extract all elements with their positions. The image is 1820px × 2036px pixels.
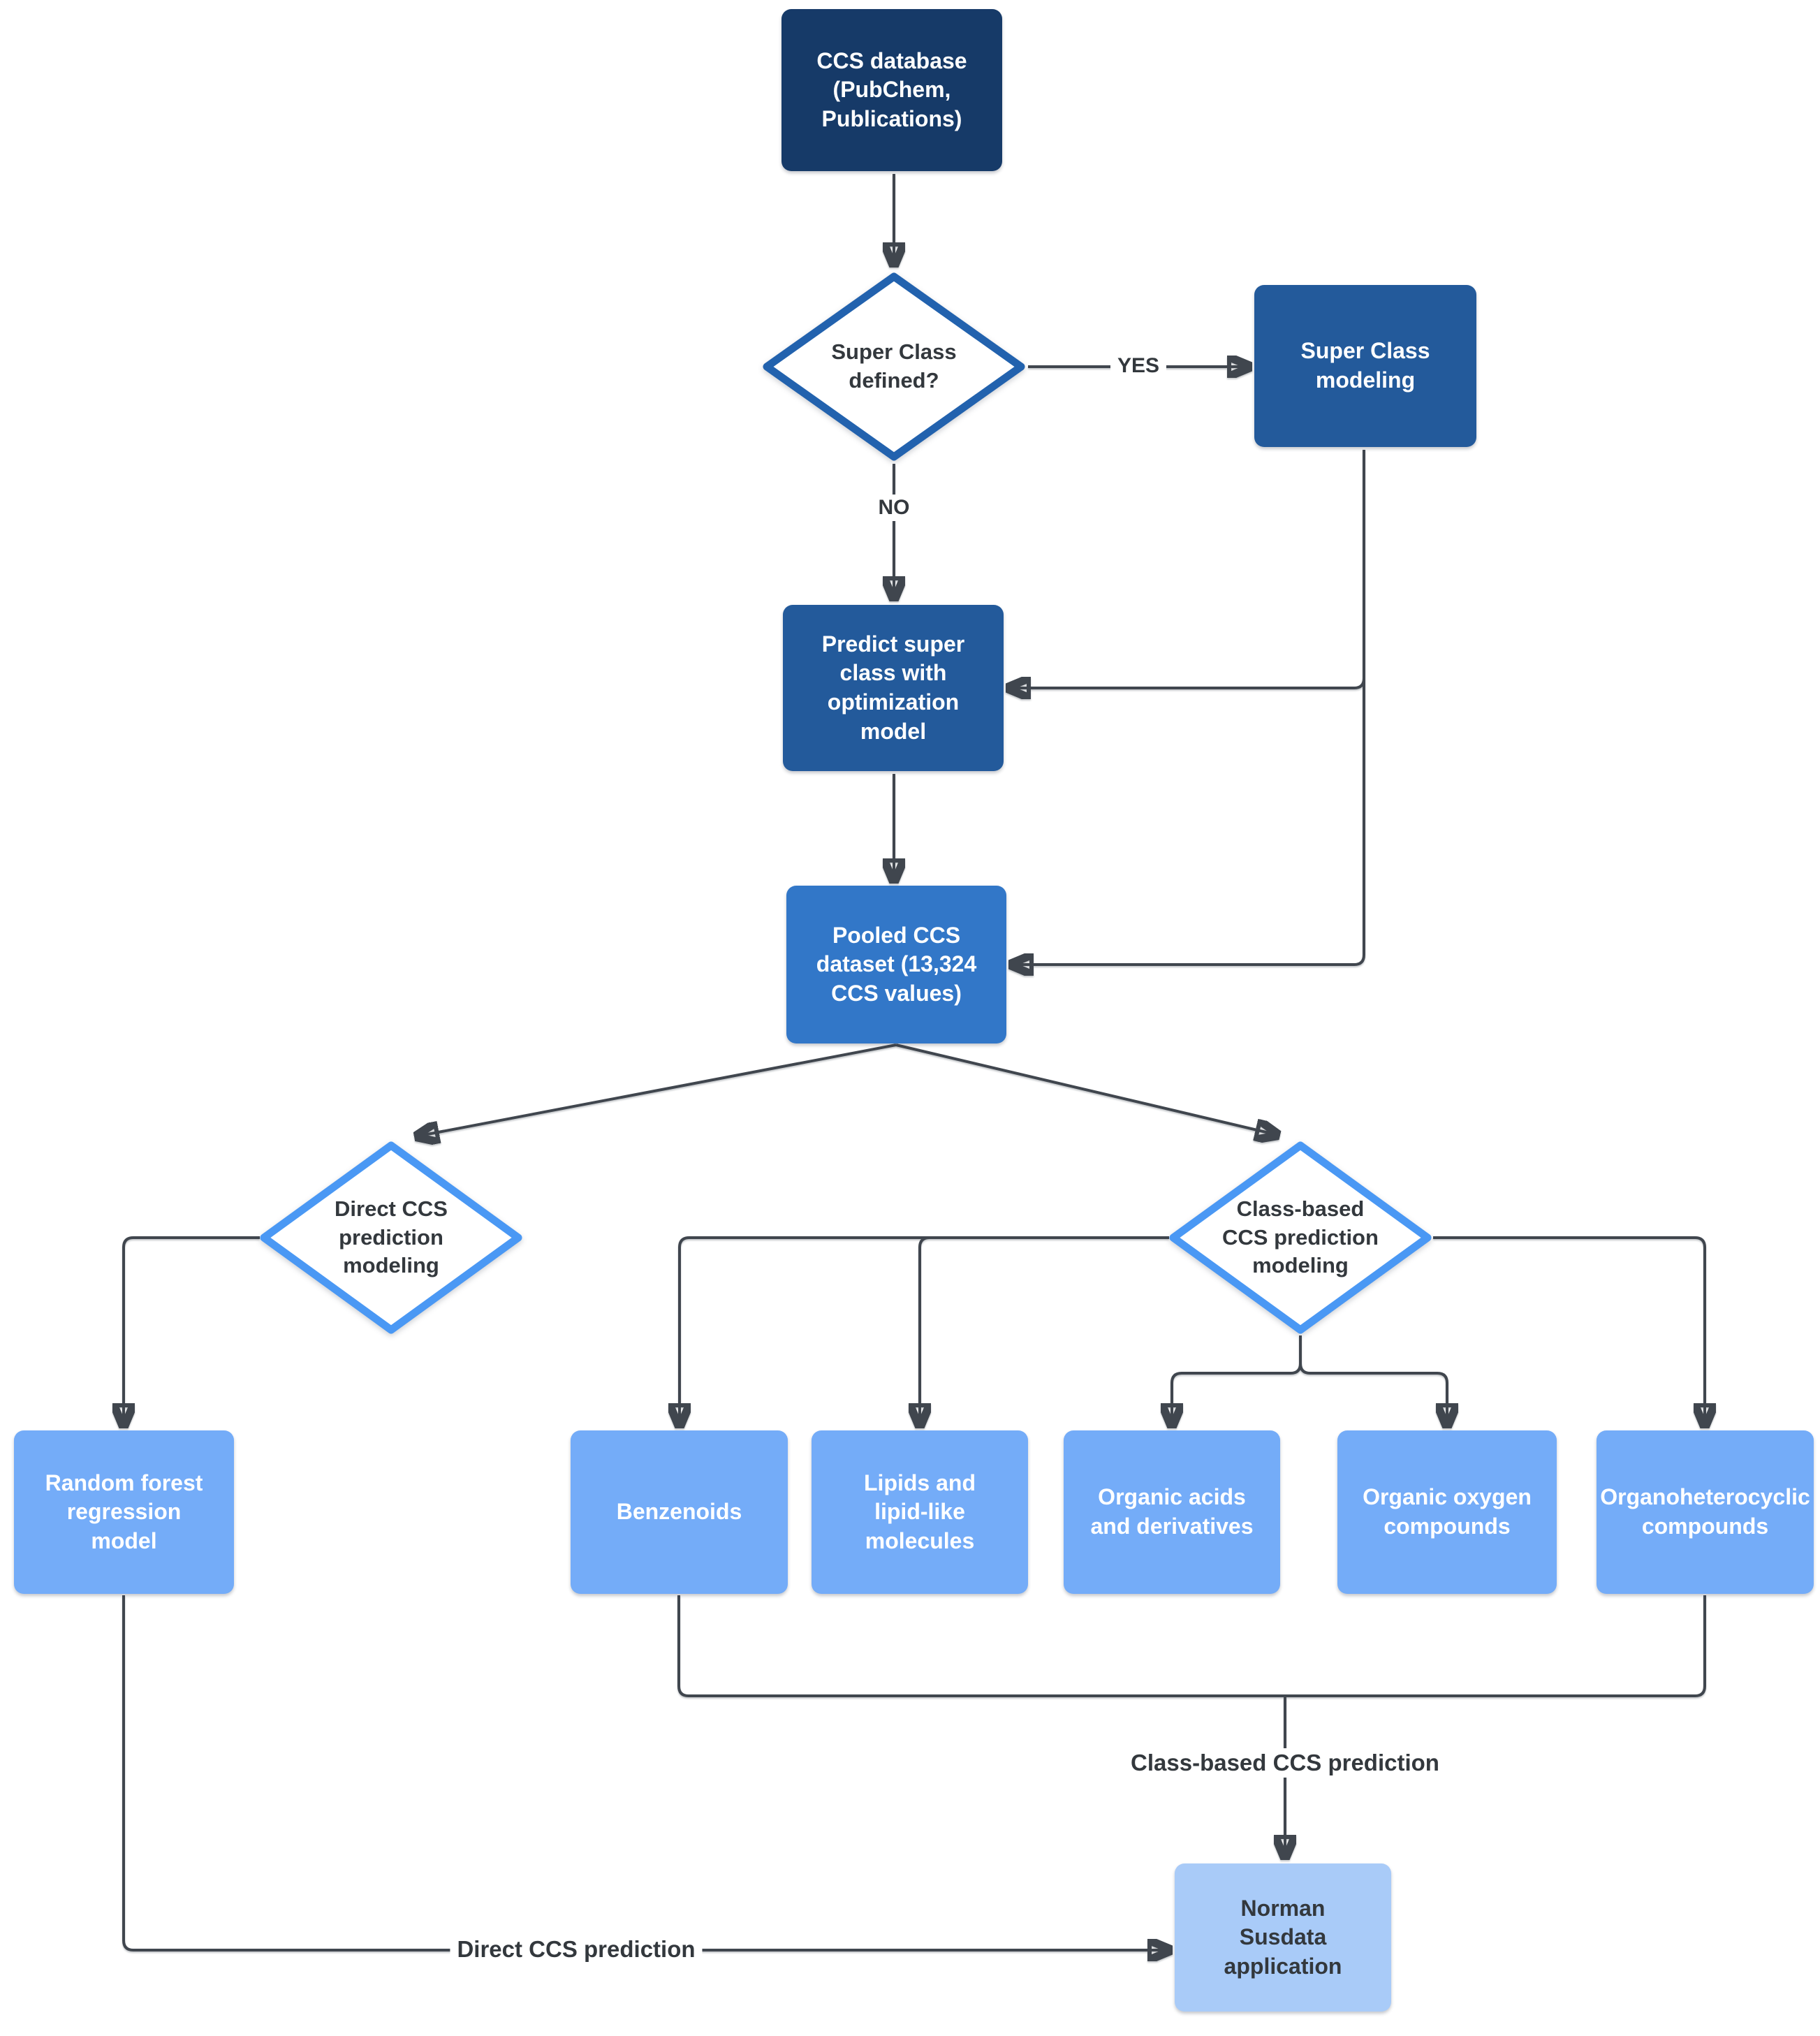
node-pooled-ccs-dataset-label: Pooled CCS dataset (13,324 CCS values) <box>816 922 977 1006</box>
edge-modeling-to-predict <box>1008 450 1365 688</box>
edge-random-forest-to-norman <box>122 1595 1170 1950</box>
decision-class-based-ccs-modeling: Class-based CCS prediction modeling <box>1169 1141 1432 1334</box>
decision-class-based-ccs-modeling-label: Class-based CCS prediction modeling <box>1222 1196 1379 1278</box>
edge-modeling-to-pooled <box>1011 450 1365 965</box>
edge-label-yes: YES <box>1110 353 1167 379</box>
edge-class-boxes-bus <box>677 1595 1706 1697</box>
node-predict-super-class: Predict super class with optimization mo… <box>783 605 1004 771</box>
edge-class-to-organic-acids <box>1172 1335 1302 1426</box>
node-organoheterocyclic-label: Organoheterocyclic compounds <box>1600 1484 1810 1539</box>
node-lipids: Lipids and lipid-like molecules <box>812 1430 1028 1594</box>
edge-class-to-lipids <box>920 1236 1169 1426</box>
edge-label-direct-prediction: Direct CCS prediction <box>450 1935 703 1964</box>
edge-pooled-to-direct-diamond <box>416 1043 897 1136</box>
edge-pooled-to-class-diamond <box>895 1043 1278 1135</box>
edge-class-to-organoheterocyclic <box>1433 1236 1705 1426</box>
decision-direct-ccs-modeling-label: Direct CCS prediction modeling <box>335 1196 448 1278</box>
node-organic-acids: Organic acids and derivatives <box>1064 1430 1280 1594</box>
decision-diamond-shape <box>260 1141 522 1334</box>
edge-label-no: NO <box>871 495 917 521</box>
edge-class-to-organic-oxygen <box>1299 1335 1447 1426</box>
node-random-forest-label: Random forest regression model <box>45 1470 203 1553</box>
node-predict-super-class-label: Predict super class with optimization mo… <box>821 631 965 744</box>
edge-direct-to-random-forest <box>124 1236 260 1426</box>
node-norman-susdata-label: Norman Susdata application <box>1224 1895 1342 1979</box>
decision-diamond-shape <box>1169 1141 1432 1334</box>
decision-super-class-defined: Super Class defined? <box>763 272 1025 461</box>
node-organic-oxygen: Organic oxygen compounds <box>1337 1430 1557 1594</box>
node-ccs-database-label: CCS database (PubChem, Publications) <box>816 47 967 131</box>
decision-super-class-defined-label: Super Class defined? <box>831 339 957 393</box>
node-super-class-modeling: Super Class modeling <box>1254 285 1476 447</box>
node-super-class-modeling-label: Super Class modeling <box>1300 338 1430 393</box>
decision-direct-ccs-modeling: Direct CCS prediction modeling <box>260 1141 522 1334</box>
node-norman-susdata: Norman Susdata application <box>1175 1863 1391 2012</box>
node-random-forest: Random forest regression model <box>14 1430 234 1594</box>
node-organic-acids-label: Organic acids and derivatives <box>1090 1484 1254 1539</box>
node-benzenoids: Benzenoids <box>571 1430 788 1594</box>
node-benzenoids-label: Benzenoids <box>616 1499 742 1525</box>
edge-label-class-based-prediction: Class-based CCS prediction <box>1124 1748 1446 1778</box>
node-lipids-label: Lipids and lipid-like molecules <box>864 1470 976 1553</box>
node-organic-oxygen-label: Organic oxygen compounds <box>1363 1484 1532 1539</box>
node-ccs-database: CCS database (PubChem, Publications) <box>781 9 1002 171</box>
decision-diamond-shape <box>763 272 1025 461</box>
node-pooled-ccs-dataset: Pooled CCS dataset (13,324 CCS values) <box>786 886 1006 1043</box>
edge-class-to-benzenoids <box>680 1236 1169 1426</box>
node-organoheterocyclic: Organoheterocyclic compounds <box>1597 1430 1814 1594</box>
